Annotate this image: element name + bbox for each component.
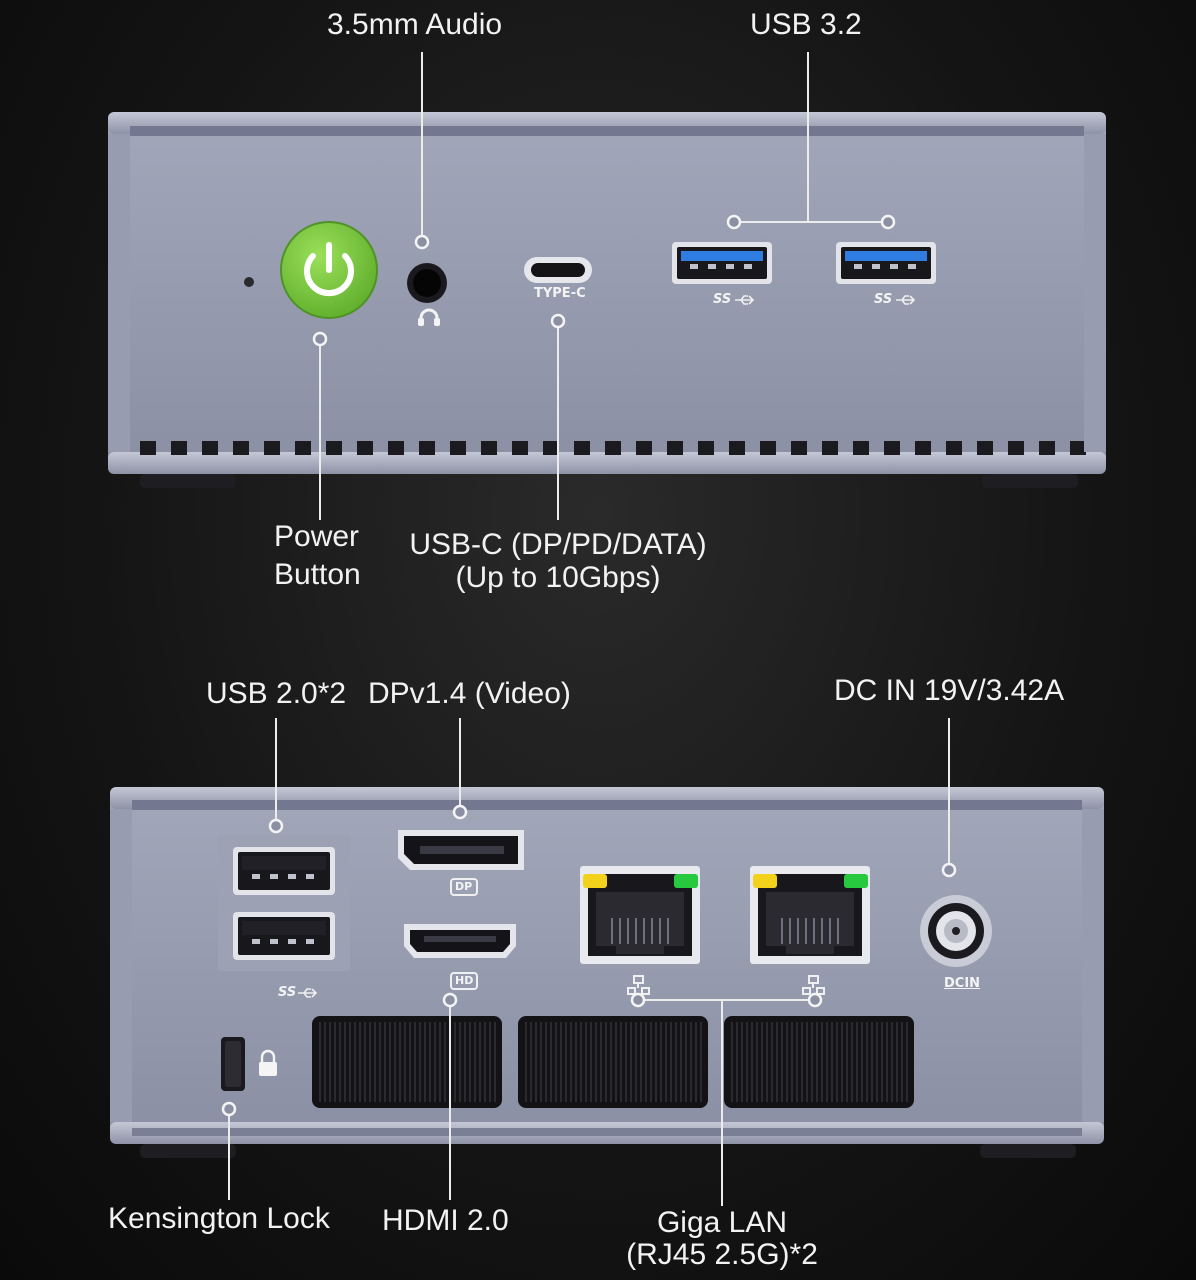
lock-icon (259, 1049, 277, 1076)
lan-port-1[interactable] (580, 866, 700, 964)
usb32-label: USB 3.2 (750, 8, 862, 41)
rear-vents (312, 1016, 914, 1108)
kensington-slot[interactable] (221, 1037, 245, 1091)
hdmi-label: HDMI 2.0 (382, 1204, 509, 1237)
headset-icon (418, 308, 440, 326)
dp-mark: DP (455, 880, 473, 893)
displayport-port[interactable] (398, 830, 524, 870)
lan-port-2[interactable] (750, 866, 870, 964)
lan-label-line2: (RJ45 2.5G)*2 (626, 1238, 818, 1271)
audio-jack[interactable] (407, 263, 447, 303)
ss-usb-icon (298, 988, 318, 998)
dp-icon (450, 878, 478, 896)
front-callouts (319, 52, 888, 520)
ss-usb-icon (735, 295, 916, 305)
typec-mark: TYPE-C (534, 286, 586, 301)
ss-mark-1: SS (713, 292, 732, 307)
dp-label: DPv1.4 (Video) (368, 677, 571, 710)
front-chassis (108, 112, 1106, 488)
usb-c-port[interactable] (524, 257, 592, 283)
network-icon (627, 975, 825, 995)
dcin-label: DC IN 19V/3.42A (834, 674, 1065, 707)
ss-mark-rear: SS (278, 985, 297, 1000)
front-callout-dots (312, 214, 896, 347)
usbc-label-line2: (Up to 10Gbps) (455, 561, 661, 594)
rear-callout-dots (221, 804, 957, 1117)
hd-mark: HD (455, 974, 474, 987)
usbc-label-line1: USB-C (DP/PD/DATA) (409, 528, 707, 561)
usb3-port-2[interactable] (836, 242, 936, 284)
power-button[interactable] (280, 221, 378, 319)
usb3-port-1[interactable] (672, 242, 772, 284)
rear-callouts (228, 718, 950, 1206)
usb2-port-2[interactable] (233, 912, 335, 960)
kensington-label: Kensington Lock (108, 1202, 330, 1235)
usb20-label: USB 2.0*2 (206, 677, 347, 710)
power-label-line2: Button (274, 558, 361, 591)
power-label-line1: Power (274, 520, 360, 553)
lan-label-line1: Giga LAN (656, 1206, 788, 1239)
usb2-port-1[interactable] (233, 847, 335, 895)
power-led (244, 277, 254, 287)
hd-icon (450, 972, 478, 990)
ss-mark-2: SS (874, 292, 893, 307)
dc-in-port[interactable] (920, 895, 992, 967)
audio-label: 3.5mm Audio (327, 8, 503, 41)
dcin-mark: DCIN (944, 976, 981, 991)
hdmi-port[interactable] (404, 924, 516, 958)
